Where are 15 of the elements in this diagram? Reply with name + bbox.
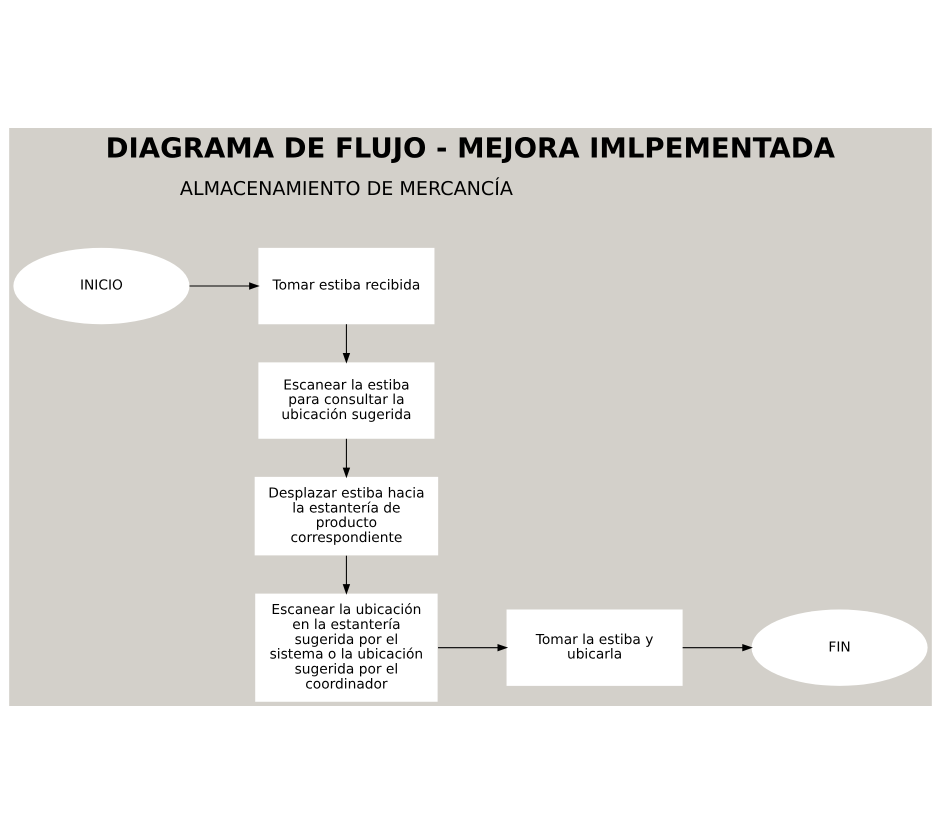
arrow (342, 324, 350, 364)
node-ellipse: INICIO (12, 248, 189, 324)
label: ALMACENAMIENTO DE MERCANCÍA (179, 178, 512, 200)
node-box: Escanear la ubicación en la estantería sugerida por el sistema o la ubicación sugerida por el coordinador (254, 594, 438, 702)
diagram-title: DIAGRAMA DE FLUJO - MEJORA IMLPEMENTADA (105, 131, 834, 164)
arrow (188, 282, 260, 290)
arrow (682, 644, 752, 652)
arrow (342, 438, 350, 478)
arrow (438, 644, 508, 652)
node-box: Desplazar estiba hacia la estantería de producto correspondiente (254, 476, 438, 556)
arrow (342, 556, 350, 595)
node-box: Escanear la estiba para consultar la ubicación sugerida (258, 362, 434, 439)
node-box: Tomar estiba recibida (258, 248, 434, 324)
node-ellipse: FIN (751, 610, 928, 686)
node-box: Tomar la estiba y ubicarla (506, 610, 682, 686)
